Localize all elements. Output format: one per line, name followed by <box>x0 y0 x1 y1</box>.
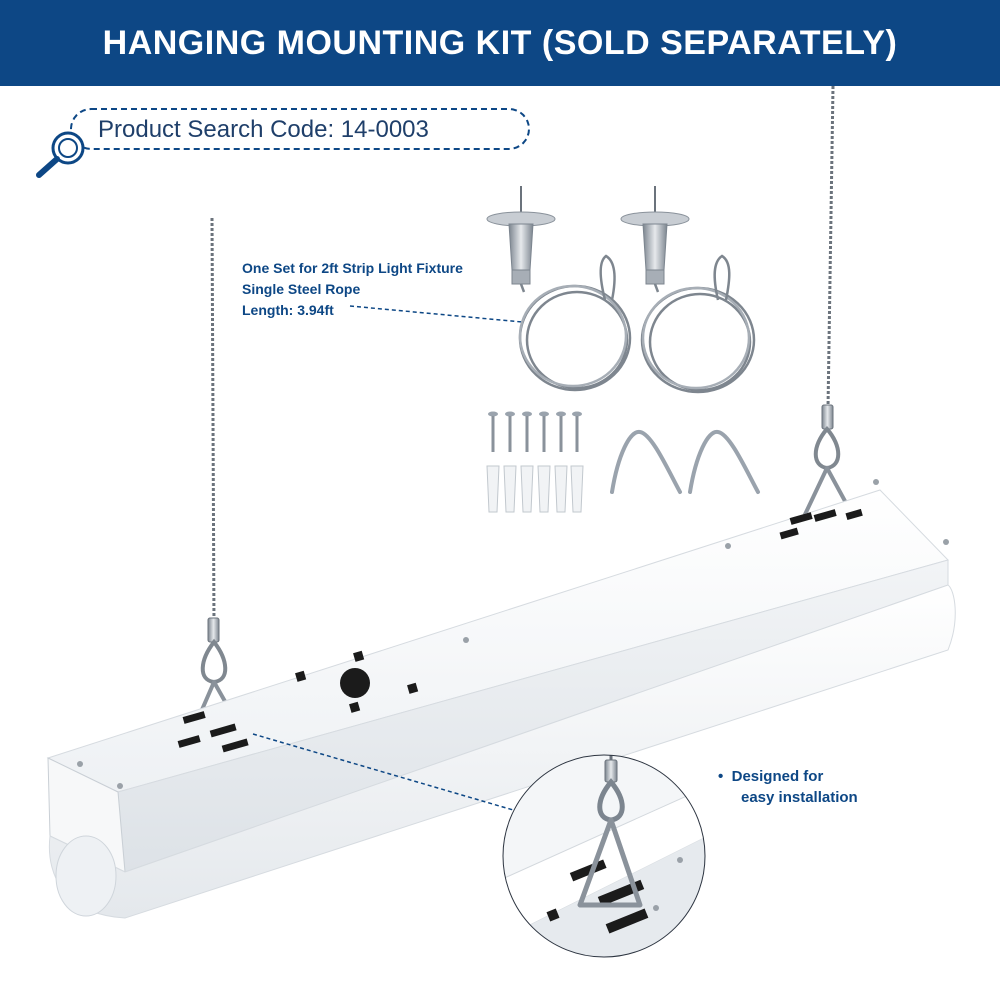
wire-rope-left <box>518 254 632 392</box>
spec-line-length: Length: 3.94ft <box>242 302 334 318</box>
header-banner <box>0 0 1000 86</box>
wall-anchors <box>486 465 584 513</box>
wire-rope-right <box>640 254 756 394</box>
spec-line-fixture: One Set for 2ft Strip Light Fixture <box>242 260 463 276</box>
bullet-dot: • <box>718 768 724 785</box>
feature-line-2: easy installation <box>741 789 858 806</box>
magnifier-icon <box>36 131 85 178</box>
search-code-pill <box>70 108 530 150</box>
kit-spec-text: One Set for 2ft Strip Light Fixture Sing… <box>242 258 463 321</box>
screws <box>488 411 582 452</box>
page-title: HANGING MOUNTING KIT (SOLD SEPARATELY) <box>102 24 898 62</box>
ceiling-plate-left <box>486 186 556 285</box>
zoom-leader-line <box>252 733 521 813</box>
ceiling-plate-right <box>620 186 690 285</box>
strip-light-fixture <box>46 479 956 919</box>
kit-leader-line <box>349 305 523 323</box>
zoom-detail-circle <box>502 754 706 958</box>
feature-line-1: Designed for <box>731 768 824 785</box>
spec-line-rope: Single Steel Rope <box>242 281 361 297</box>
feature-note: • Designed for easy installation <box>718 766 858 808</box>
search-code-label: Product Search Code: 14-0003 <box>98 116 429 143</box>
v-hooks <box>610 430 760 494</box>
right-steel-cable <box>798 85 860 527</box>
left-steel-cable <box>186 217 250 744</box>
